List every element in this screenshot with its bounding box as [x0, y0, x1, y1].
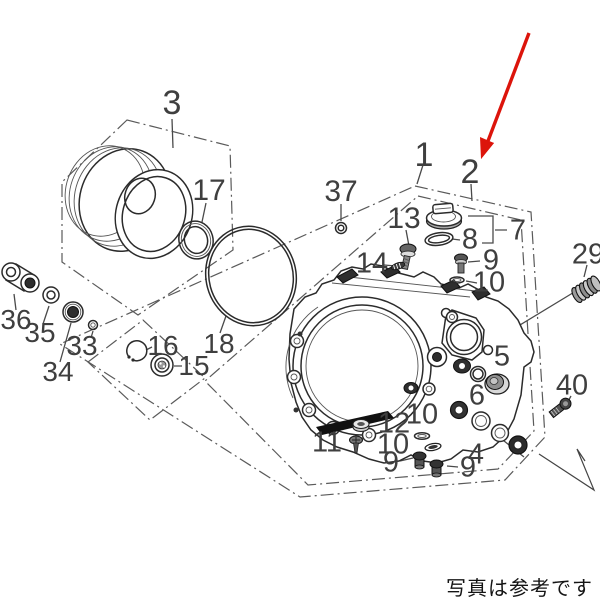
reference-caption: 写真は参考です	[446, 578, 593, 600]
callout-15: 15	[178, 350, 210, 381]
bracket-7	[468, 215, 507, 244]
part-16-circlip	[126, 340, 148, 362]
callout-16: 16	[147, 330, 179, 361]
part-15-oil-seal	[150, 353, 174, 377]
part-9-bolt-left	[412, 451, 427, 470]
callout-33: 33	[66, 330, 98, 361]
red-arrow-icon	[480, 32, 531, 159]
callout-11: 11	[311, 426, 343, 459]
group-3-boundary	[61, 119, 234, 316]
callout-36: 36	[0, 304, 32, 335]
part-4-ring-set	[449, 400, 528, 455]
part-8-o-ring	[424, 231, 454, 247]
part-36-joint	[1, 262, 40, 293]
callout-14: 14	[355, 247, 389, 280]
group-15-16-boundary	[87, 319, 206, 421]
group-2-inner-boundary	[204, 195, 535, 486]
callout-10: 10	[472, 266, 506, 299]
callout-9: 9	[482, 244, 500, 277]
part-10-washer-top	[449, 276, 465, 284]
callout-7: 7	[509, 214, 527, 247]
callout-6: 6	[468, 379, 486, 412]
part-2-crankcase-cover	[285, 263, 535, 464]
part-18-o-ring	[204, 225, 298, 327]
part-3-cover-cap	[64, 145, 194, 260]
part-34-nut	[62, 301, 84, 323]
callout-2: 2	[460, 153, 480, 191]
part-10-washer-mid	[413, 432, 431, 440]
callout-40: 40	[555, 369, 589, 402]
part-17-seal	[178, 220, 214, 260]
callout-12: 12	[377, 407, 411, 440]
callout-10: 10	[376, 428, 410, 461]
part-5-drain-bolt	[484, 373, 510, 395]
callout-34: 34	[42, 356, 74, 387]
part-29-spring	[571, 275, 600, 304]
callout-35: 35	[24, 317, 56, 348]
callout-4: 4	[467, 438, 485, 471]
group-1-outer-boundary	[58, 185, 546, 498]
part-11-screw	[349, 435, 363, 454]
part-6-o-ring	[469, 365, 487, 383]
callout-17: 17	[192, 174, 226, 207]
part-14-spring	[390, 261, 406, 271]
part-7-filler-cap	[425, 202, 463, 230]
callout-29: 29	[571, 238, 600, 271]
callout-9: 9	[459, 451, 477, 484]
callout-18: 18	[203, 328, 235, 359]
callout-8: 8	[461, 223, 479, 256]
callout-5: 5	[493, 340, 511, 373]
part-9-bolt-right	[429, 459, 444, 478]
callout-9: 9	[382, 446, 400, 479]
part-40-bolt	[548, 397, 572, 419]
cover-right-opening	[440, 307, 494, 361]
part-10-washer-low	[424, 442, 442, 452]
direction-arrow-outline	[538, 448, 596, 492]
callout-10: 10	[405, 398, 439, 431]
part-37-nut	[334, 221, 348, 235]
part-12-nut	[352, 418, 370, 433]
callout-1: 1	[414, 136, 434, 174]
callout-37: 37	[324, 175, 358, 208]
part-9-bolt-top	[454, 253, 468, 274]
part-33-o-ring	[87, 319, 99, 331]
part-35-washer	[42, 286, 60, 304]
callout-3: 3	[162, 84, 182, 122]
callout-13: 13	[387, 202, 421, 235]
